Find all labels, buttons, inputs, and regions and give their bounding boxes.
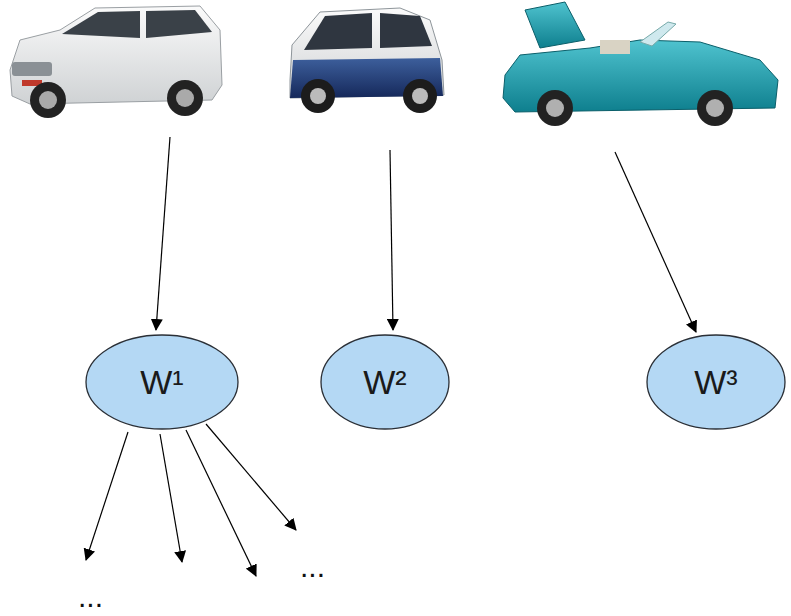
suv-picture	[10, 6, 222, 118]
picture-arrow	[615, 152, 696, 332]
node-label: W²	[363, 365, 406, 399]
convertible-picture	[503, 2, 778, 126]
fan-arrow	[206, 424, 296, 530]
node-label: W³	[694, 365, 737, 399]
ellipse-node: W²	[320, 334, 450, 430]
smart-car-picture	[290, 8, 444, 113]
node-label: W¹	[140, 365, 183, 399]
ellipse-node: W¹	[85, 334, 239, 430]
fan-arrow	[86, 432, 128, 560]
ellipse-node: W³	[646, 334, 786, 430]
ellipsis-label: ...	[300, 552, 325, 582]
ellipsis-label: ...	[78, 582, 103, 612]
fan-arrow	[160, 434, 182, 562]
picture-arrow	[390, 150, 393, 330]
picture-arrow	[156, 137, 170, 330]
fan-arrow	[186, 430, 256, 576]
